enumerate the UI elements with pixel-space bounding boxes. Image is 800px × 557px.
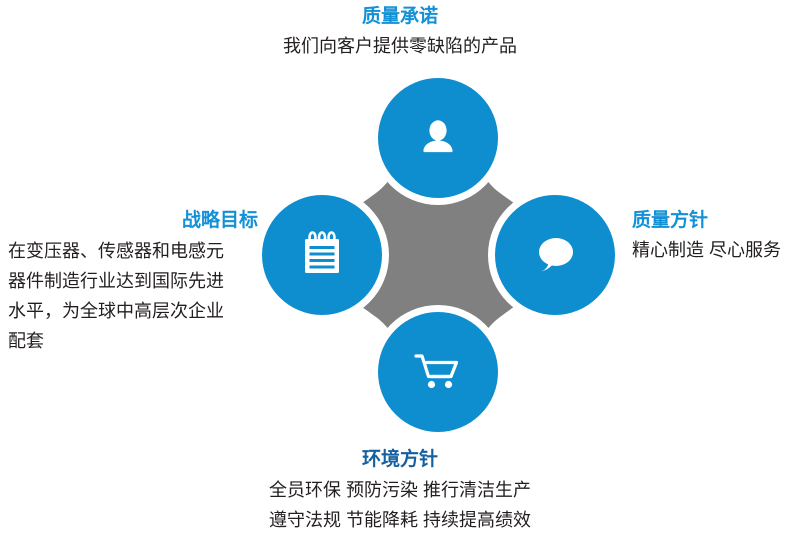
callout-bottom-line-1: 全员环保 预防污染 推行清洁生产 [268,480,531,500]
callout-left-body: 在变压器、传感器和电感元 器件制造行业达到国际先进 水平，为全球中高层次企业 配… [8,236,258,356]
callout-top-body: 我们向客户提供零缺陷的产品 [0,32,800,61]
callout-right-heading: 质量方针 [632,210,709,231]
speech-bubble-icon [530,232,580,278]
callout-bottom-body: 全员环保 预防污染 推行清洁生产 遵守法规 节能降耗 持续提高绩效 [0,475,800,535]
shopping-cart-icon [412,349,464,395]
callout-right: 质量方针 精心制造 尽心服务 [632,208,800,265]
callout-left-line-2: 器件制造行业达到国际先进 [8,271,224,291]
node-bottom-environmental-policy[interactable] [378,312,498,432]
node-top-quality-commitment[interactable] [378,78,498,198]
callout-top-heading: 质量承诺 [361,6,438,27]
callout-left-line-4: 配套 [8,331,44,351]
callout-left-line-1: 在变压器、传感器和电感元 [8,241,224,261]
callout-left-line-3: 水平，为全球中高层次企业 [8,301,224,321]
callout-left: 战略目标 在变压器、传感器和电感元 器件制造行业达到国际先进 水平，为全球中高层… [8,208,258,356]
node-right-quality-policy[interactable] [495,195,615,315]
notepad-icon [299,231,345,279]
callout-top: 质量承诺 我们向客户提供零缺陷的产品 [0,4,800,61]
center-hub-shape [316,133,560,377]
callout-bottom-line-2: 遵守法规 节能降耗 持续提高绩效 [268,510,531,530]
callout-left-heading: 战略目标 [181,210,258,231]
callout-bottom-heading: 环境方针 [361,449,438,470]
callout-bottom: 环境方针 全员环保 预防污染 推行清洁生产 遵守法规 节能降耗 持续提高绩效 [0,447,800,535]
user-icon [415,115,461,161]
callout-top-line-1: 我们向客户提供零缺陷的产品 [283,36,517,56]
callout-right-body: 精心制造 尽心服务 [632,236,800,265]
callout-right-line-1: 精心制造 尽心服务 [632,240,782,260]
node-left-strategic-goal[interactable] [262,195,382,315]
